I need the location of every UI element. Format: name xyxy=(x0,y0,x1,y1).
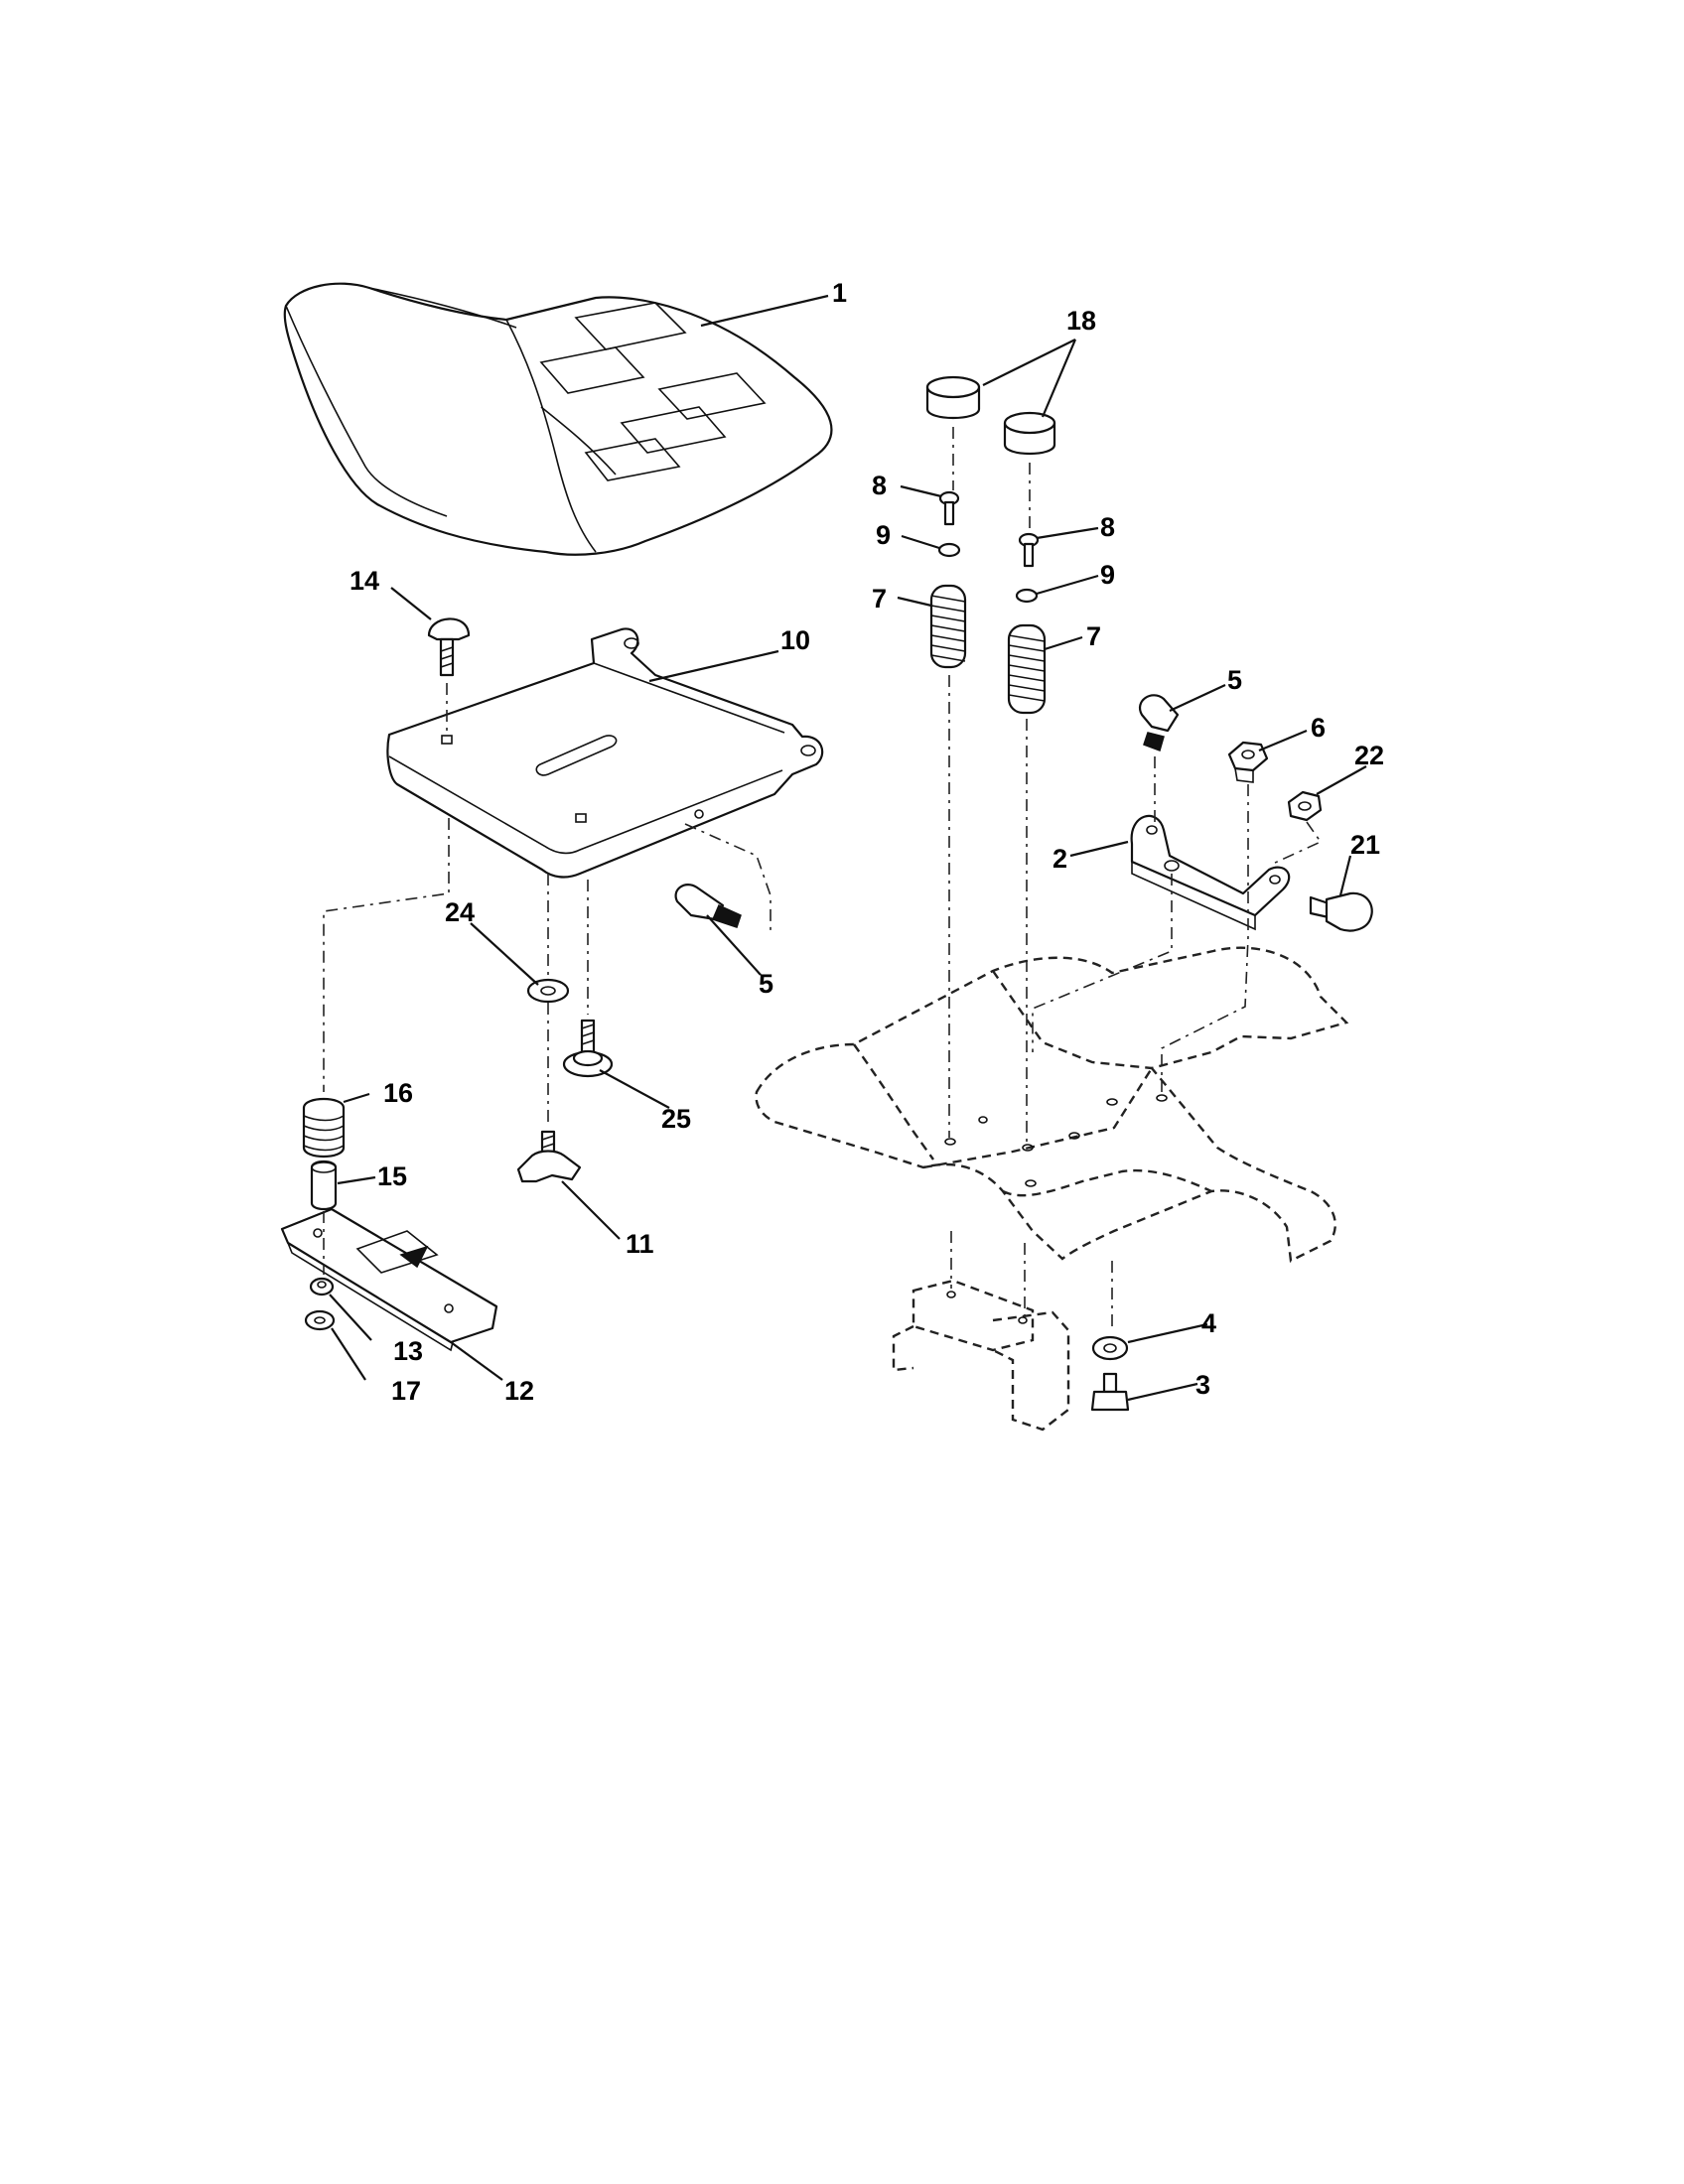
wire-clip xyxy=(674,884,742,928)
callout-18: 18 xyxy=(1066,306,1096,336)
flange-nut xyxy=(1287,790,1323,822)
washer xyxy=(526,978,570,1004)
callout-24: 24 xyxy=(445,897,475,927)
callout-15: 15 xyxy=(377,1161,407,1191)
wing-knob xyxy=(516,1130,582,1183)
callout-16: 16 xyxy=(383,1078,413,1108)
callout-14: 14 xyxy=(350,566,379,596)
callout-4: 4 xyxy=(1201,1308,1216,1338)
seat xyxy=(283,282,833,556)
callout-9b: 9 xyxy=(1100,560,1115,590)
callout-21: 21 xyxy=(1350,830,1380,860)
hex-cap-screw xyxy=(1090,1372,1130,1412)
callout-1: 1 xyxy=(832,278,847,308)
callout-7a: 7 xyxy=(872,584,887,614)
mounting-bracket xyxy=(1130,814,1291,931)
callout-6: 6 xyxy=(1311,713,1326,743)
callout-5b: 5 xyxy=(759,969,773,999)
lock-nut xyxy=(1227,741,1269,783)
callout-8b: 8 xyxy=(1100,512,1115,542)
carriage-bolt xyxy=(427,617,471,677)
callout-8a: 8 xyxy=(872,471,887,500)
hex-bolt xyxy=(1309,891,1373,932)
callout-25: 25 xyxy=(661,1104,691,1134)
screw xyxy=(938,490,1040,568)
callout-17: 17 xyxy=(391,1376,421,1406)
lock-washer xyxy=(304,1309,336,1331)
rubber-bumper xyxy=(925,375,1056,455)
seat-spring xyxy=(302,1097,346,1159)
adjustment-plate xyxy=(280,1207,498,1352)
callout-13: 13 xyxy=(393,1336,423,1366)
callout-12: 12 xyxy=(504,1376,534,1406)
spacer xyxy=(310,1160,338,1211)
hex-nut xyxy=(309,1277,335,1297)
shoulder-bolt xyxy=(562,1019,614,1078)
callout-numbers: 1 18 8 8 9 9 7 7 14 10 5 6 22 2 21 5 24 … xyxy=(350,278,1384,1406)
seat-pan xyxy=(386,627,824,879)
coil-spring xyxy=(929,584,1047,715)
callout-5a: 5 xyxy=(1227,665,1242,695)
callout-10: 10 xyxy=(780,625,810,655)
callout-11: 11 xyxy=(626,1229,654,1259)
callout-7b: 7 xyxy=(1086,621,1101,651)
callout-22: 22 xyxy=(1354,741,1384,770)
chassis-ghost xyxy=(755,946,1349,1432)
leader-lines xyxy=(329,294,1367,1402)
callout-2: 2 xyxy=(1052,844,1067,874)
wire-clip-upper xyxy=(1139,694,1180,751)
flat-washer xyxy=(937,542,1039,604)
assembly-lines xyxy=(323,427,1323,1330)
large-washer xyxy=(1091,1335,1129,1361)
callout-9a: 9 xyxy=(876,520,891,550)
callout-3: 3 xyxy=(1195,1370,1210,1400)
